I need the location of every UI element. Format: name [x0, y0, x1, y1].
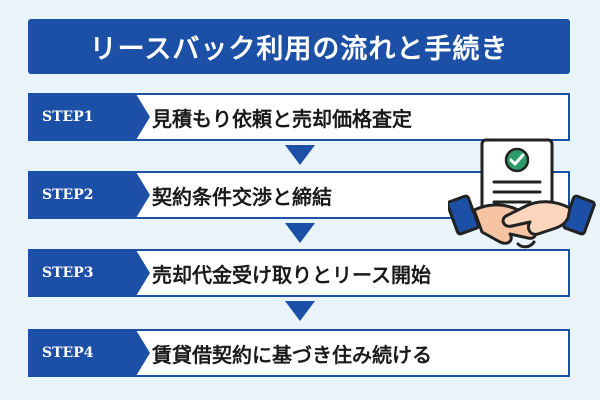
- step-1-label: STEP1: [28, 93, 150, 141]
- handshake-icon: [448, 194, 596, 249]
- step-2-label: STEP2: [28, 171, 150, 219]
- step-3: STEP3 売却代金受け取りとリース開始: [28, 249, 570, 297]
- arrow-down-icon: [285, 223, 315, 243]
- step-2: STEP2 契約条件交渉と締結: [28, 171, 570, 219]
- step-4-label: STEP4: [28, 329, 150, 377]
- step-4: STEP4 賃貸借契約に基づき住み続ける: [28, 329, 570, 377]
- step-2-text: 契約条件交渉と締結: [152, 184, 332, 209]
- arrow-down-icon: [285, 145, 315, 165]
- step-1-text: 見積もり依頼と売却価格査定: [152, 106, 412, 131]
- contract-handshake-illustration: [448, 138, 596, 249]
- step-3-label: STEP3: [28, 249, 150, 297]
- step-4-text: 賃貸借契約に基づき住み続ける: [152, 342, 432, 367]
- step-1: STEP1 見積もり依頼と売却価格査定: [28, 93, 570, 141]
- step-3-text: 売却代金受け取りとリース開始: [152, 262, 431, 287]
- arrow-down-icon: [285, 301, 315, 321]
- page-title: リースバック利用の流れと手続き: [28, 19, 570, 74]
